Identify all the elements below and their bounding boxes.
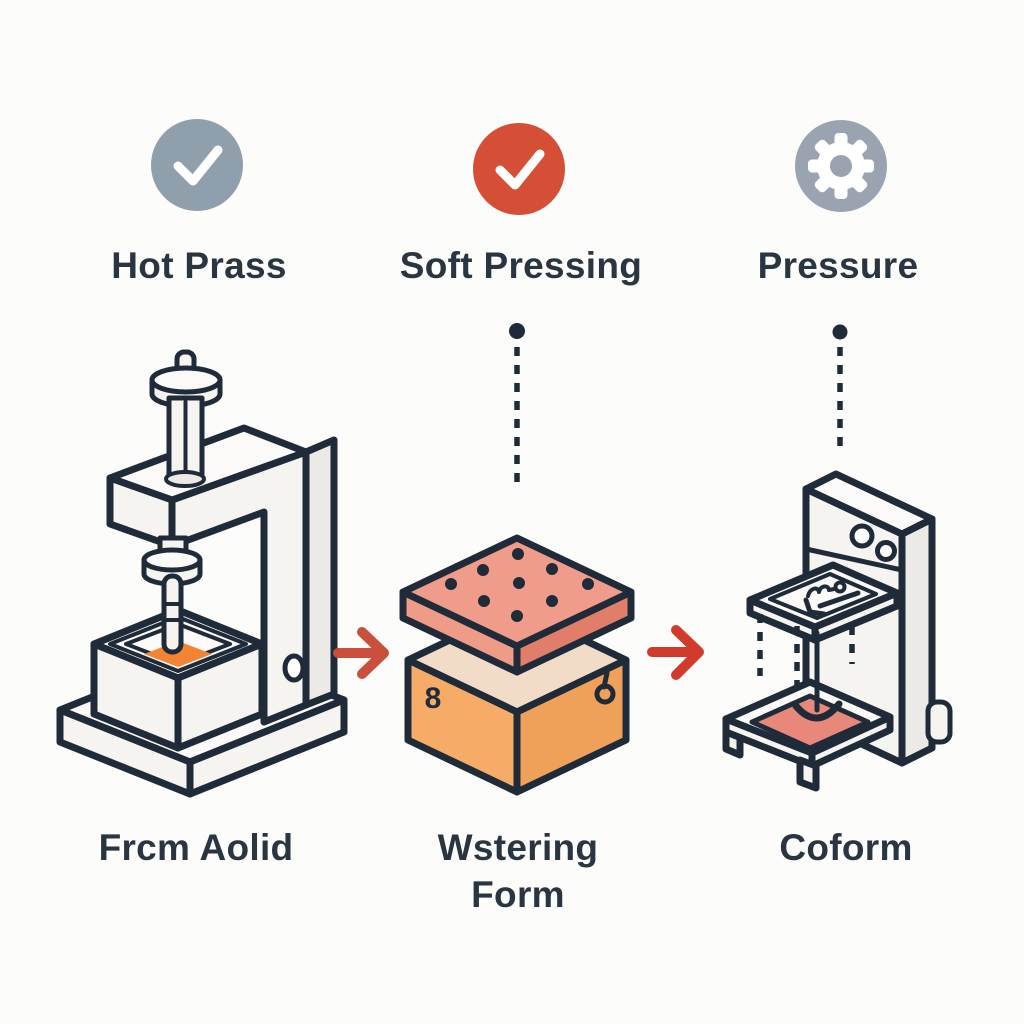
check-icon (173, 145, 223, 186)
slab-dot-grid (445, 548, 594, 622)
check-circle-icon (151, 119, 243, 211)
caption-line: Frcm Aolid (98, 827, 294, 868)
column-title-pressure: Pressure (757, 245, 919, 286)
column-title-soft-pressing: Soft Pressing (399, 245, 643, 286)
caption-line: Coform (779, 827, 913, 868)
gear-circle-icon (795, 120, 887, 212)
layered-mold-illustration: 8 (399, 534, 635, 796)
check-icon (495, 149, 545, 190)
dashed-connector-middle (509, 323, 525, 487)
mold-box-label: 8 (425, 682, 442, 715)
press-tower-illustration (722, 470, 953, 792)
frame-hole (282, 653, 306, 683)
gear-icon (808, 133, 874, 199)
caption-line: Form (471, 874, 565, 915)
caption-soft-pressing: Wstering Form (348, 824, 688, 918)
shelf-engraving (803, 580, 861, 617)
keyhole-mark (594, 670, 616, 705)
mold-rim-line (108, 615, 248, 673)
tower-foot (925, 699, 953, 745)
flow-arrow-icon (333, 627, 389, 679)
column-title-hot-press: Hot Prass (111, 245, 287, 286)
dashed-connector-right (832, 324, 848, 452)
caption-pressure: Coform (676, 824, 1016, 871)
button (875, 540, 897, 562)
button (849, 523, 875, 549)
check-circle-icon (473, 123, 565, 215)
caption-hot-press: Frcm Aolid (26, 824, 366, 871)
flow-arrow-icon (647, 625, 704, 680)
caption-line: Wstering (437, 827, 599, 868)
molten-material (144, 641, 212, 667)
pad-arc-mark (792, 700, 843, 722)
hot-press-machine-illustration (56, 349, 348, 798)
